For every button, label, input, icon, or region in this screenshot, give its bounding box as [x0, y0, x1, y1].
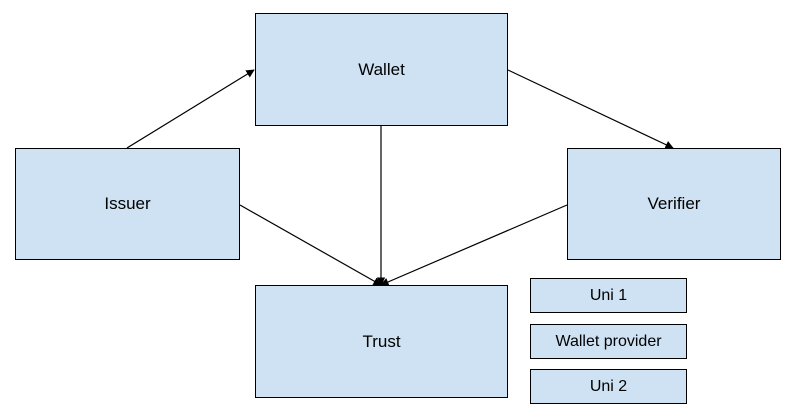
wallet-label: Wallet — [358, 59, 405, 79]
legend-wallet-provider-label: Wallet provider — [555, 332, 662, 350]
trust-label: Trust — [362, 331, 401, 351]
verifier-node: Verifier — [567, 148, 781, 260]
issuer-node: Issuer — [15, 148, 240, 260]
verifier-label: Verifier — [647, 194, 701, 213]
edge-issuer-to-wallet — [126, 69, 255, 149]
edge-verifier-to-trust — [380, 204, 568, 286]
legend-uni-2-label: Uni 2 — [589, 377, 628, 395]
trust-node: Trust — [255, 285, 508, 398]
issuer-label: Issuer — [104, 194, 151, 213]
legend-uni-1: Uni 1 — [530, 278, 687, 313]
legend-uni-2: Uni 2 — [530, 369, 687, 404]
edge-issuer-to-trust — [239, 204, 382, 286]
wallet-node: Wallet — [255, 13, 508, 126]
legend-wallet-provider: Wallet provider — [530, 324, 687, 359]
edge-wallet-to-verifier — [507, 69, 674, 149]
legend-uni-1-label: Uni 1 — [589, 286, 628, 304]
